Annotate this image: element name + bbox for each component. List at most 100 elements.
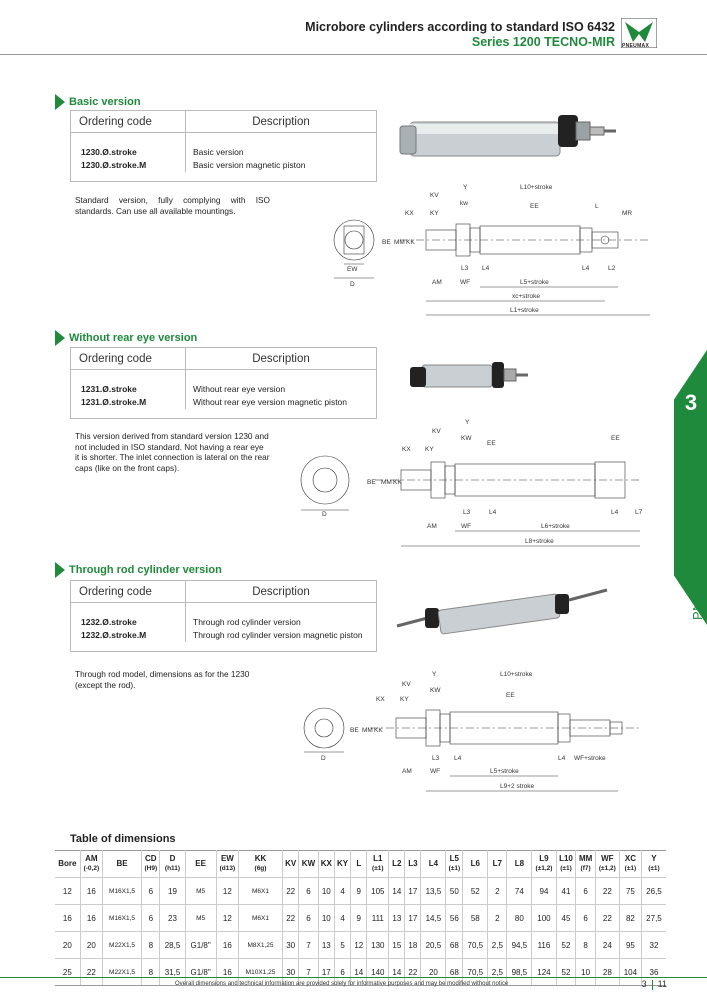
column-header-tolerance: (±1,2) bbox=[598, 865, 616, 872]
table-cell: 52 bbox=[555, 931, 576, 959]
column-header: L2 bbox=[388, 850, 405, 878]
label-L3: L3 bbox=[432, 755, 440, 762]
table-cell: 17 bbox=[404, 877, 421, 905]
table-cell: 2,5 bbox=[487, 958, 507, 986]
table-cell: 6 bbox=[298, 904, 319, 932]
column-header-label: L9 bbox=[539, 854, 549, 863]
table-cell: M10X1,25 bbox=[238, 958, 283, 986]
description-header: Description bbox=[252, 352, 310, 365]
label-L8: L8+stroke bbox=[525, 538, 554, 545]
column-header-label: KY bbox=[337, 859, 349, 868]
label-xc: xc+stroke bbox=[512, 293, 540, 300]
table-cell: M22X1,5 bbox=[101, 958, 142, 986]
description-header: Description bbox=[252, 585, 310, 598]
column-header-label: L8 bbox=[514, 859, 525, 868]
label-KW: KW bbox=[430, 687, 441, 694]
label-KX: KX bbox=[402, 446, 411, 453]
ordering-table-basic: Ordering code Description 1230.Ø.stroke … bbox=[70, 110, 377, 182]
label-KY: KY bbox=[430, 210, 439, 217]
table-cell: 6 bbox=[575, 904, 596, 932]
ordering-code: 1230.Ø.stroke.M bbox=[81, 160, 147, 170]
table-cell: 16 bbox=[79, 904, 103, 932]
table-cell: 58 bbox=[462, 904, 488, 932]
table-cell: 6 bbox=[298, 877, 319, 905]
label-EE: EE bbox=[530, 203, 539, 210]
label-L3: L3 bbox=[463, 509, 471, 516]
table-cell: M5 bbox=[184, 904, 217, 932]
footer-divider bbox=[0, 977, 707, 978]
label-AM: AM bbox=[427, 523, 437, 530]
label-D: D bbox=[322, 511, 327, 518]
table-cell: 36 bbox=[640, 958, 666, 986]
label-L5: L5+stroke bbox=[520, 279, 549, 286]
label-MR: MR bbox=[622, 210, 632, 217]
chapter-label: PNEUMATIC ACTUATION bbox=[690, 461, 705, 620]
column-header: MM(f7) bbox=[575, 850, 596, 878]
table-cell: 22 bbox=[404, 958, 421, 986]
table-cell: 32 bbox=[640, 931, 666, 959]
column-header-label: L bbox=[356, 859, 362, 868]
table-cell: 95 bbox=[618, 931, 642, 959]
label-KV: KV bbox=[402, 681, 411, 688]
column-header: L8 bbox=[506, 850, 532, 878]
table-cell: 22 bbox=[281, 877, 299, 905]
label-WF: WF bbox=[460, 279, 470, 286]
section-title-through-rod: Through rod cylinder version bbox=[69, 564, 222, 576]
column-header: KW bbox=[298, 850, 319, 878]
table-cell: 104 bbox=[618, 958, 642, 986]
column-header: KK(6g) bbox=[238, 850, 283, 878]
table-cell: 20 bbox=[420, 958, 446, 986]
column-header: KV bbox=[281, 850, 299, 878]
table-cell: 6 bbox=[333, 958, 351, 986]
column-header-label: Bore bbox=[58, 859, 77, 868]
table-cell: 12 bbox=[55, 877, 81, 905]
label-L9: L9+2 stroke bbox=[500, 783, 535, 790]
label-EE: EE bbox=[506, 692, 515, 699]
label-L10: L10+stroke bbox=[500, 671, 533, 678]
column-header-tolerance: (d13) bbox=[219, 865, 236, 872]
table-cell: 9 bbox=[350, 877, 367, 905]
table-cell: 2 bbox=[487, 877, 507, 905]
column-header: L4 bbox=[420, 850, 446, 878]
ordering-table-without-rear-eye: Ordering code Description 1231.Ø.stroke … bbox=[70, 347, 377, 419]
table-cell: 8 bbox=[141, 931, 160, 959]
column-header: WF (±1,2) bbox=[594, 850, 620, 878]
column-header-label: KV bbox=[285, 859, 297, 868]
label-Y: Y bbox=[465, 419, 470, 426]
label-D: D bbox=[321, 755, 326, 762]
table-cell: 16 bbox=[215, 958, 239, 986]
column-header-tolerance: (H9) bbox=[144, 865, 158, 872]
table-cell: 31,5 bbox=[159, 958, 186, 986]
column-header-tolerance: (±1) bbox=[648, 865, 660, 872]
label-MM: MM bbox=[381, 479, 392, 486]
dimensions-title: Table of dimensions bbox=[70, 833, 176, 845]
table-cell: 68 bbox=[445, 931, 463, 959]
table-cell: 12 bbox=[215, 904, 239, 932]
table-cell: 19 bbox=[159, 877, 186, 905]
table-cell: 111 bbox=[366, 904, 389, 932]
label-KX: KX bbox=[405, 210, 414, 217]
label-KY: KY bbox=[400, 696, 409, 703]
ordering-table-through-rod: Ordering code Description 1232.Ø.stroke … bbox=[70, 580, 377, 652]
ordering-code: 1231.Ø.stroke.M bbox=[81, 397, 147, 407]
cylinder-photo-basic bbox=[399, 115, 616, 157]
table-cell: 116 bbox=[531, 931, 557, 959]
dimension-drawing-without-rear-eye: D Y KV KW EE EE KX KY BE MM KK L3 L4 L4 … bbox=[300, 419, 643, 547]
table-cell: 30 bbox=[281, 958, 299, 986]
column-header-label: WF bbox=[601, 854, 614, 863]
column-header-tolerance: (6g) bbox=[254, 865, 267, 872]
label-L2: L2 bbox=[608, 265, 616, 272]
column-header-label: CD bbox=[145, 854, 157, 863]
table-cell: 23 bbox=[159, 904, 186, 932]
table-cell: 20 bbox=[55, 931, 81, 959]
section-number: 3 bbox=[641, 979, 647, 989]
table-cell: 12 bbox=[350, 931, 367, 959]
table-cell: 30 bbox=[281, 931, 299, 959]
label-BE: BE bbox=[382, 239, 391, 246]
table-cell: 6 bbox=[141, 877, 160, 905]
column-header: BE bbox=[101, 850, 142, 878]
table-cell: 7 bbox=[298, 931, 319, 959]
column-header: L1(±1) bbox=[366, 850, 389, 878]
